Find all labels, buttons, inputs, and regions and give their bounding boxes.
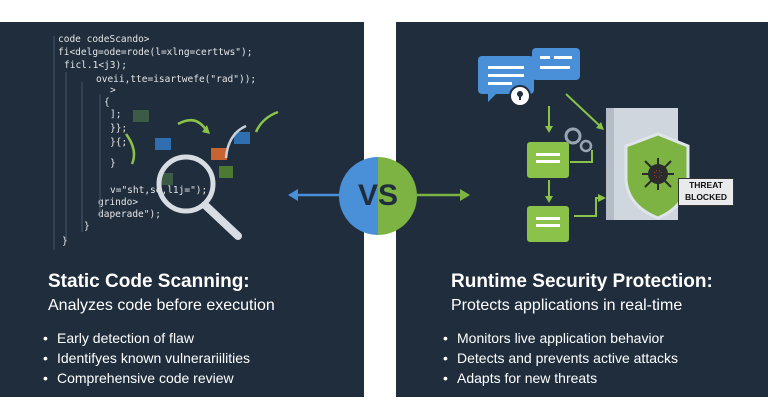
code-line: ficl.1<j3); [64, 60, 127, 71]
runtime-protection-title: Runtime Security Protection: [451, 271, 713, 292]
badge-line: THREAT [689, 180, 723, 190]
flow-arrow-icon [574, 197, 600, 217]
list-item: Comprehensive code review [43, 368, 250, 388]
vs-badge: VS [339, 157, 417, 235]
code-line: > [110, 85, 116, 96]
code-line: daperade"); [98, 209, 161, 220]
code-line: grindo> [98, 197, 139, 208]
code-line: code codeScando> [58, 34, 150, 45]
list-item: Adapts for new threats [443, 368, 678, 388]
code-line: } [62, 236, 68, 247]
code-block-icon [234, 132, 250, 144]
flow-arrow-icon [570, 150, 593, 163]
list-item: Identifyes known vulnerariilities [43, 348, 250, 368]
code-line: }}; [110, 123, 128, 134]
threat-blocked-badge: THREAT BLOCKED [678, 178, 734, 206]
code-line: oveii,tte=isartwefe("rad")); [96, 74, 257, 85]
chat-bubble-icon [532, 48, 580, 80]
gear-icon [564, 127, 593, 153]
code-line: } [110, 158, 116, 169]
curved-arrow-icon [177, 118, 208, 131]
list-item: Monitors live application behavior [443, 328, 678, 348]
curved-arrow-icon [254, 110, 279, 133]
magnifying-glass-icon [156, 154, 242, 240]
code-line: { [104, 97, 110, 108]
vs-label: VS [357, 179, 399, 212]
code-line: } [84, 221, 90, 232]
code-line: ]; [110, 109, 122, 120]
runtime-protection-panel: Runtime Security Protection: Protects ap… [396, 22, 768, 397]
static-scanning-subtitle: Analyzes code before execution [48, 297, 275, 314]
flow-arrow-icon [565, 93, 601, 127]
curved-arrow-icon [124, 133, 136, 165]
code-block-icon [133, 110, 149, 122]
static-scanning-title: Static Code Scanning: [48, 271, 250, 292]
code-block-icon [219, 166, 233, 178]
document-icon [527, 206, 569, 242]
static-scanning-panel: code codeScando> fi<delg=ode=rode(l=xlng… [0, 22, 364, 397]
runtime-protection-subtitle: Protects applications in real-time [451, 297, 683, 314]
code-line: }{; [110, 137, 128, 148]
code-block-icon [155, 138, 171, 150]
static-scanning-bullets: Early detection of flaw Identifyes known… [43, 328, 250, 388]
curved-arrow-icon [224, 124, 247, 159]
code-decorations [53, 36, 279, 250]
runtime-protection-bullets: Monitors live application behavior Detec… [443, 328, 678, 388]
code-editor-illustration: code codeScando> fi<delg=ode=rode(l=xlng… [0, 22, 364, 282]
code-block-icon [211, 148, 227, 160]
list-item: Early detection of flaw [43, 328, 250, 348]
runtime-flow-illustration [478, 48, 690, 242]
document-icon [527, 142, 569, 178]
lock-icon [509, 85, 531, 107]
chat-bubble-icon [478, 56, 534, 102]
code-line: fi<delg=ode=rode(l=xlng=certtws"); [58, 47, 253, 58]
badge-line: BLOCKED [684, 192, 728, 202]
list-item: Detects and prevents active attacks [443, 348, 678, 368]
